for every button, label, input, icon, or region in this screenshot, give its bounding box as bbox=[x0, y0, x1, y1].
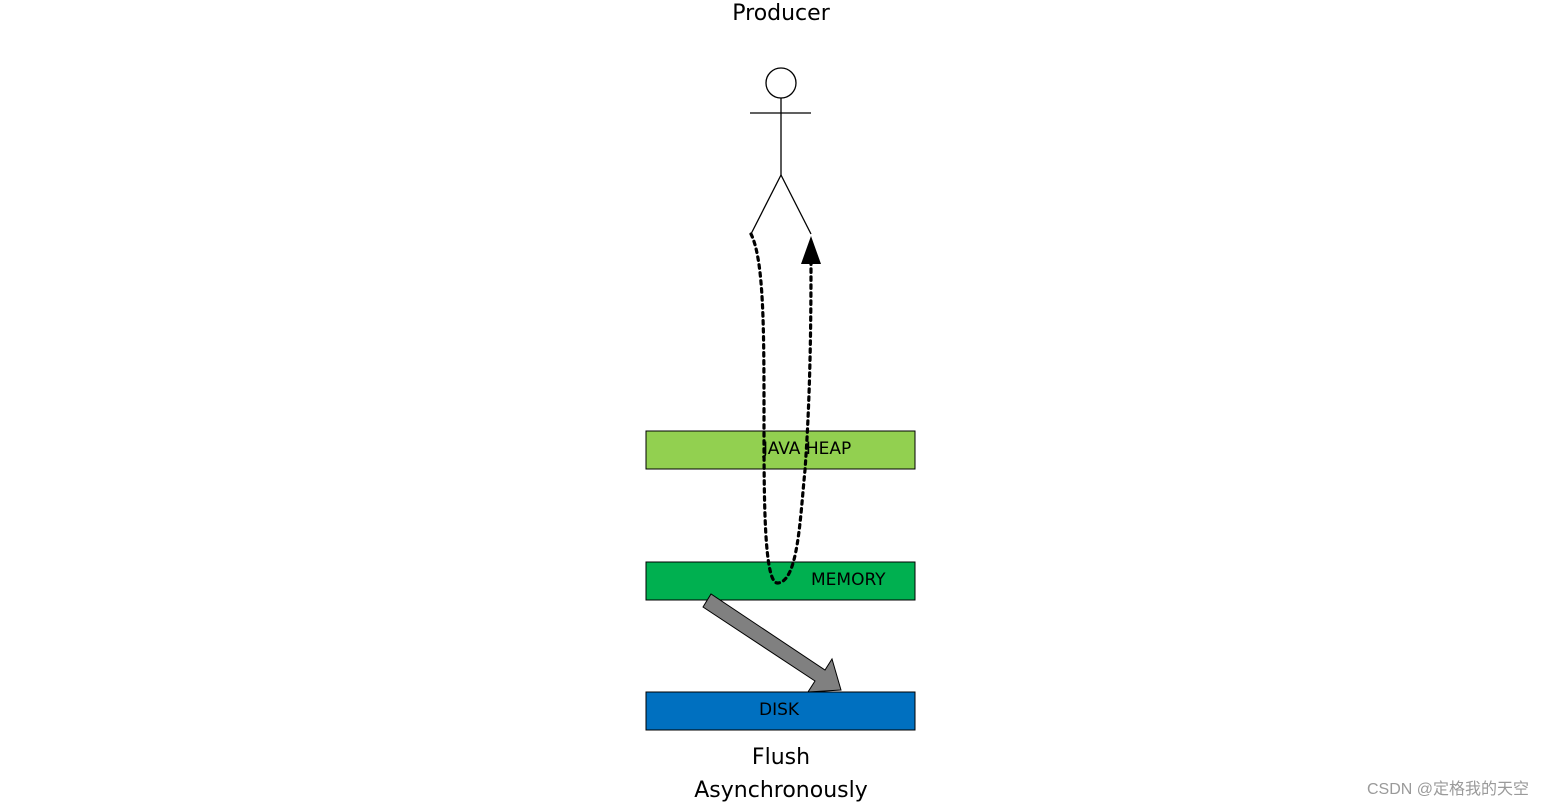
producer-label: Producer bbox=[732, 1, 830, 26]
flush-arrow-icon bbox=[702, 593, 842, 693]
flush-caption: Flush Asynchronously bbox=[694, 741, 867, 807]
flush-caption-line-1: Flush bbox=[751, 745, 811, 770]
round-trip-dashed-path bbox=[749, 232, 813, 585]
disk-label: DISK bbox=[759, 700, 800, 720]
producer-actor-icon bbox=[750, 67, 812, 235]
java-heap-bar bbox=[645, 430, 916, 470]
disk-bar bbox=[645, 691, 916, 731]
watermark: CSDN @定格我的天空 bbox=[1366, 781, 1529, 798]
java-heap-label: JAVA HEAP bbox=[763, 439, 852, 459]
memory-label: MEMORY bbox=[811, 570, 886, 590]
memory-bar bbox=[645, 561, 916, 601]
return-arrowhead-icon bbox=[801, 236, 821, 264]
flush-caption-line-2: Asynchronously bbox=[694, 778, 868, 803]
